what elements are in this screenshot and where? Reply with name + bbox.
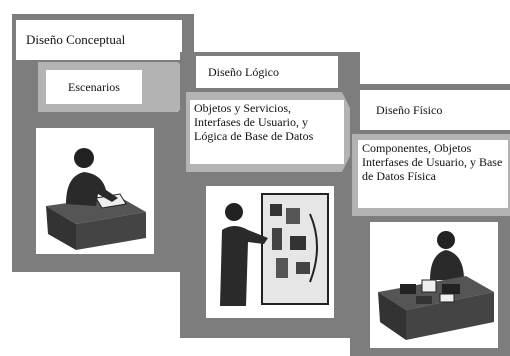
stage-logical-subtitle: Objetos y Servicios, Interfases de Usuar… xyxy=(190,100,344,164)
stage-conceptual-figure xyxy=(36,128,154,254)
stage-logical-title: Diseño Lógico xyxy=(196,56,338,88)
stage-physical-title: Diseño Físico xyxy=(360,90,510,130)
stage-physical-subtitle: Componentes, Objetos Interfases de Usuar… xyxy=(358,140,508,208)
person-presenting-board-icon xyxy=(220,193,329,306)
stage-conceptual-title: Diseño Conceptual xyxy=(16,20,182,60)
stage-logical-figure xyxy=(206,186,334,318)
person-writing-at-desk-icon xyxy=(46,148,146,250)
stage-conceptual-subtitle: Escenarios xyxy=(46,70,142,104)
person-working-at-desk-icon xyxy=(378,231,494,340)
stage-physical-figure xyxy=(370,222,498,348)
